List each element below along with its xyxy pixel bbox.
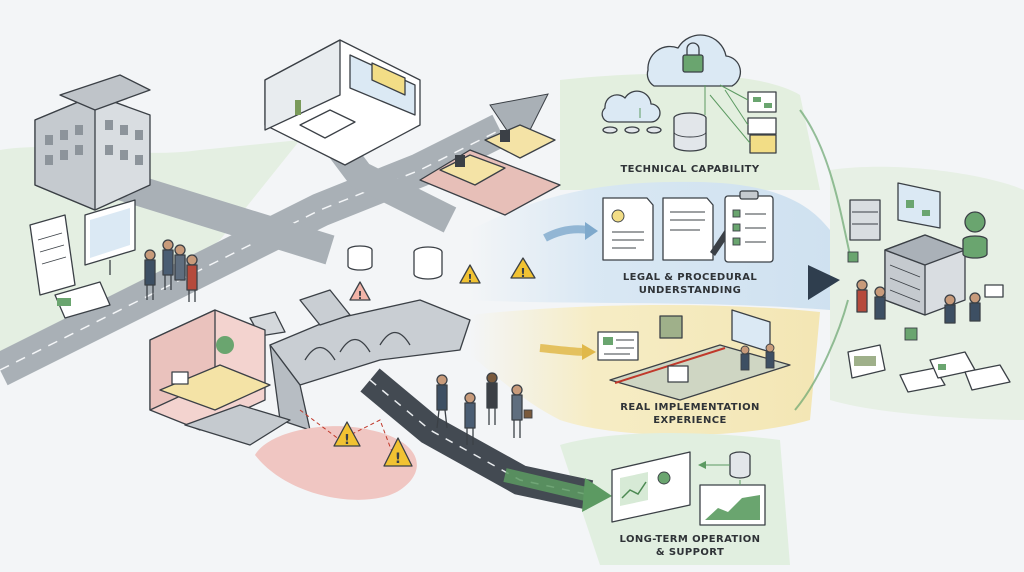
document-icon xyxy=(29,214,111,319)
warning-triangle-icon: ! ! ! ! ! xyxy=(333,257,536,467)
monitor-icon xyxy=(84,199,136,275)
operation-arrow xyxy=(582,478,612,512)
small-cloud-icon xyxy=(601,90,661,123)
hub-connectors xyxy=(794,109,851,411)
flowchart-icon xyxy=(639,84,777,154)
data-center-icon xyxy=(847,182,1004,341)
hub-documents xyxy=(847,344,1011,393)
implementation-label-line2: EXPERIENCE xyxy=(653,415,727,426)
people-group-icon xyxy=(144,239,198,302)
svg-text:!: ! xyxy=(344,433,350,448)
operation-label-line1: LONG-TERM OPERATION xyxy=(620,534,761,545)
hub-arrow xyxy=(808,265,840,300)
legal-label-line2: UNDERSTANDING xyxy=(639,285,741,296)
workspace-room-top xyxy=(264,39,421,166)
dashboard-chart-icon xyxy=(611,451,766,526)
checklist-icon xyxy=(724,190,774,263)
lower-road xyxy=(360,368,612,512)
svg-text:!: ! xyxy=(395,451,401,467)
walking-team xyxy=(436,372,533,445)
road-arrow-head xyxy=(489,93,549,151)
cloud-lock-icon xyxy=(646,34,741,87)
implementation-board xyxy=(597,309,791,401)
desk-room-red xyxy=(419,124,561,216)
risk-zone xyxy=(255,409,417,500)
implementation-label-line1: REAL IMPLEMENTATION xyxy=(620,402,760,413)
legal-label-line1: LEGAL & PROCEDURAL xyxy=(623,272,758,283)
broken-office xyxy=(149,309,291,446)
arrow-right-icon xyxy=(543,222,598,242)
svg-text:!: ! xyxy=(357,289,362,302)
office-building-icon xyxy=(34,74,151,211)
svg-text:!: ! xyxy=(520,266,525,280)
operation-label-line2: & SUPPORT xyxy=(656,547,724,558)
technical-capability-label: TECHNICAL CAPABILITY xyxy=(620,164,759,175)
hub-people xyxy=(856,279,981,324)
arrow-right-icon xyxy=(539,344,596,360)
database-icon xyxy=(347,245,443,280)
server-stack-icon xyxy=(602,112,707,152)
document-icon xyxy=(602,197,654,261)
svg-text:!: ! xyxy=(467,272,472,285)
